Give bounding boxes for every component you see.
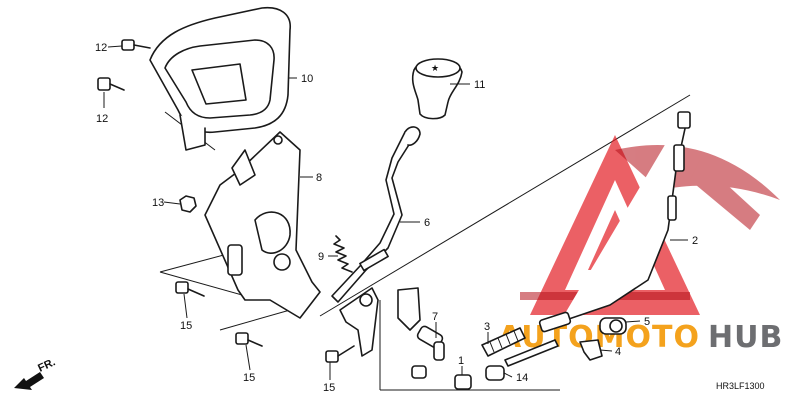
watermark-text-right: HUB xyxy=(708,320,783,355)
detent-plate xyxy=(339,287,421,357)
callout-15-middle: 15 xyxy=(243,372,255,384)
bolt-15-c xyxy=(325,345,355,363)
diagram-code: HR3LF1300 xyxy=(716,381,765,391)
part-1-collar xyxy=(454,374,472,390)
guide-lines xyxy=(159,94,691,391)
bolt-15-a xyxy=(175,281,205,297)
callout-12-lower: 12 xyxy=(96,113,108,125)
front-direction-marker: FR. xyxy=(14,356,57,390)
callout-9: 9 xyxy=(318,251,324,263)
part-4-clip xyxy=(579,339,603,361)
callout-2: 2 xyxy=(692,235,698,247)
front-arrow-icon xyxy=(14,372,44,390)
cable-rod-end xyxy=(504,339,559,367)
nut-13 xyxy=(179,195,197,213)
callout-15-left: 15 xyxy=(180,320,192,332)
callouts: 12 12 10 11 8 13 6 2 9 15 15 15 7 3 5 4 … xyxy=(95,42,698,394)
callout-14: 14 xyxy=(516,372,528,384)
callout-10: 10 xyxy=(301,73,313,85)
leader-lines xyxy=(103,45,688,380)
front-marker-label: FR. xyxy=(36,356,57,374)
svg-text:★: ★ xyxy=(431,63,439,73)
part-6-lever xyxy=(331,126,421,303)
part-7-pivot xyxy=(411,325,445,379)
callout-12-upper: 12 xyxy=(95,42,107,54)
callout-3: 3 xyxy=(484,321,490,333)
part-11-knob: ★ xyxy=(411,58,463,120)
part-2-cable xyxy=(538,111,691,333)
part-10-cover xyxy=(149,6,291,151)
callout-1: 1 xyxy=(458,355,464,367)
callout-8: 8 xyxy=(316,172,322,184)
callout-13: 13 xyxy=(152,197,164,209)
callout-7: 7 xyxy=(432,311,438,323)
bolt-12-lower xyxy=(97,77,125,91)
callout-15-right: 15 xyxy=(323,382,335,394)
bolt-15-b xyxy=(235,332,263,347)
part-5-grommet xyxy=(599,317,627,335)
callout-6: 6 xyxy=(424,217,430,229)
callout-11: 11 xyxy=(474,79,485,91)
part-3-boot xyxy=(481,327,526,357)
part-9-spring xyxy=(333,235,353,273)
part-8-bracket xyxy=(204,131,321,319)
bolt-12-upper xyxy=(121,39,151,51)
callout-4: 4 xyxy=(615,346,621,358)
part-14-joint xyxy=(485,365,505,381)
callout-5: 5 xyxy=(644,316,650,328)
